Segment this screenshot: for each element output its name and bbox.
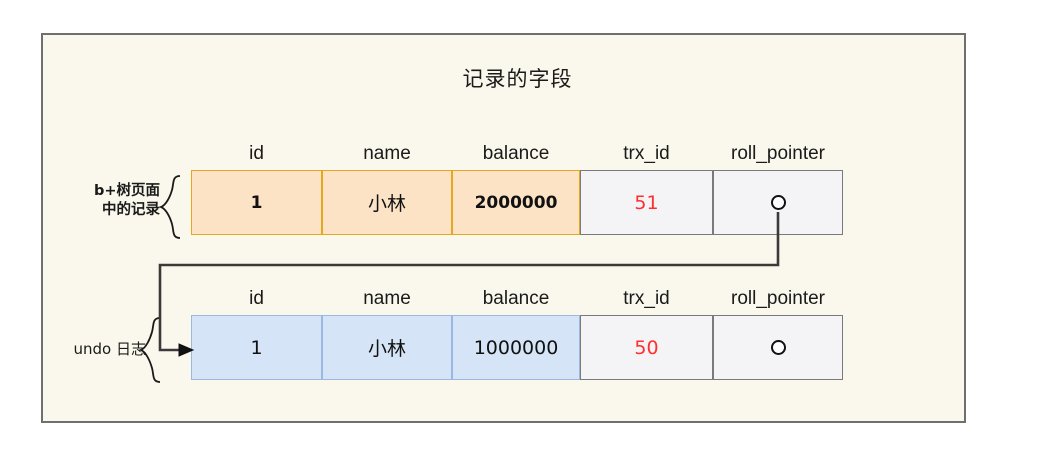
column-header-id: id — [249, 288, 264, 309]
cell-name: 小林 — [322, 315, 452, 380]
annotation-btree-page: b+树页面 中的记录 — [52, 182, 160, 220]
column-header-roll-pointer: roll_pointer — [731, 143, 825, 164]
page-title-text: 记录的字段 — [462, 67, 573, 91]
column-header-trx-id: trx_id — [623, 288, 670, 309]
cell-roll-pointer — [713, 170, 843, 235]
cell-balance: 2000000 — [452, 170, 580, 235]
annotation-undo-log: undo 日志 — [73, 340, 146, 358]
table-header-row-btree: id name balance trx_id roll_pointer — [191, 140, 843, 170]
record-table-undo: id name balance trx_id roll_pointer 1 小林… — [191, 285, 843, 380]
column-header-name: name — [363, 143, 411, 164]
table-header-row-undo: id name balance trx_id roll_pointer — [191, 285, 843, 315]
column-header-balance: balance — [482, 288, 550, 309]
circle-icon — [770, 340, 786, 355]
circle-icon — [770, 195, 786, 210]
cell-trx-id: 50 — [580, 315, 713, 380]
cell-id: 1 — [191, 170, 322, 235]
cell-name: 小林 — [322, 170, 452, 235]
cell-balance: 1000000 — [452, 315, 580, 380]
column-header-roll-pointer: roll_pointer — [731, 288, 825, 309]
page-title: 记录的字段 — [0, 63, 1063, 93]
column-header-balance: balance — [482, 143, 550, 164]
column-header-name: name — [363, 288, 411, 309]
cell-id: 1 — [191, 315, 322, 380]
annotation-btree-page-line1: b+树页面 — [93, 183, 160, 199]
table-row-undo: 1 小林 1000000 50 — [191, 315, 843, 380]
column-header-id: id — [249, 143, 264, 164]
cell-roll-pointer — [713, 315, 843, 380]
cell-trx-id: 51 — [580, 170, 713, 235]
record-table-btree: id name balance trx_id roll_pointer 1 小林… — [191, 140, 843, 235]
column-header-trx-id: trx_id — [623, 143, 670, 164]
annotation-btree-page-line2: 中的记录 — [102, 202, 160, 218]
table-row-btree: 1 小林 2000000 51 — [191, 170, 843, 235]
